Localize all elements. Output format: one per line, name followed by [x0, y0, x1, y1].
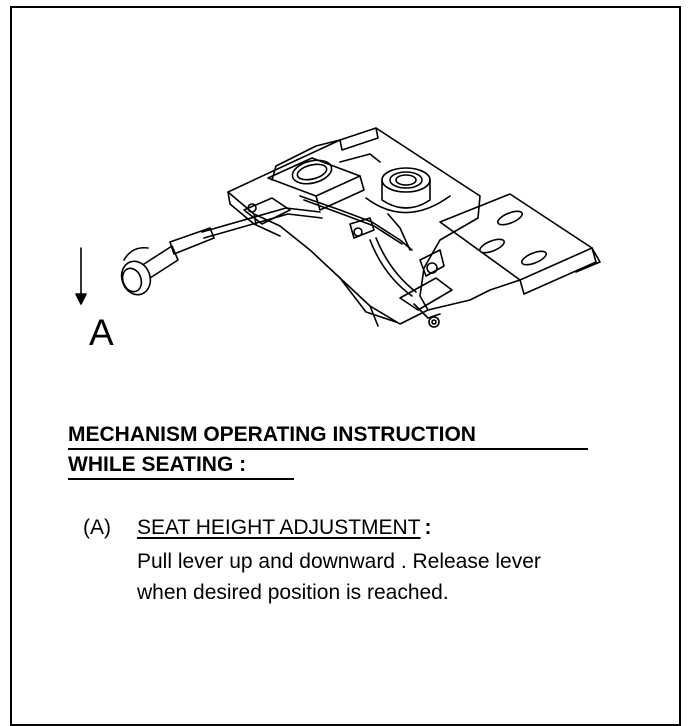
heading-text: MECHANISM OPERATING INSTRUCTION: [68, 423, 476, 446]
item-description-line2: when desired position is reached.: [137, 581, 449, 604]
heading-underline: [68, 478, 294, 480]
tilt-spring: [299, 195, 417, 297]
item-description-line1: Pull lever up and downward . Release lev…: [137, 550, 541, 573]
heading-underline: [68, 448, 588, 450]
mechanism-base-plate: [227, 127, 481, 325]
callout-label-a: A: [89, 312, 114, 353]
cylinder-collar: [365, 167, 451, 214]
item-marker: (A): [83, 516, 111, 539]
chair-mechanism-illustration: [75, 127, 601, 328]
instruction-item-a: (A) SEAT HEIGHT ADJUSTMENT:: [83, 515, 432, 541]
item-title: SEAT HEIGHT ADJUSTMENT: [137, 516, 421, 539]
instruction-heading-line1: MECHANISM OPERATING INSTRUCTION: [68, 423, 588, 450]
heading-text: WHILE SEATING :: [68, 453, 247, 476]
tilt-bracket: [243, 197, 453, 328]
height-lever: [120, 207, 323, 296]
item-colon: :: [424, 516, 432, 539]
down-arrow-icon: [75, 247, 87, 305]
rear-mounting-plate: [439, 193, 601, 295]
under-frame: [339, 153, 521, 327]
instruction-heading-line2: WHILE SEATING :: [68, 453, 294, 480]
